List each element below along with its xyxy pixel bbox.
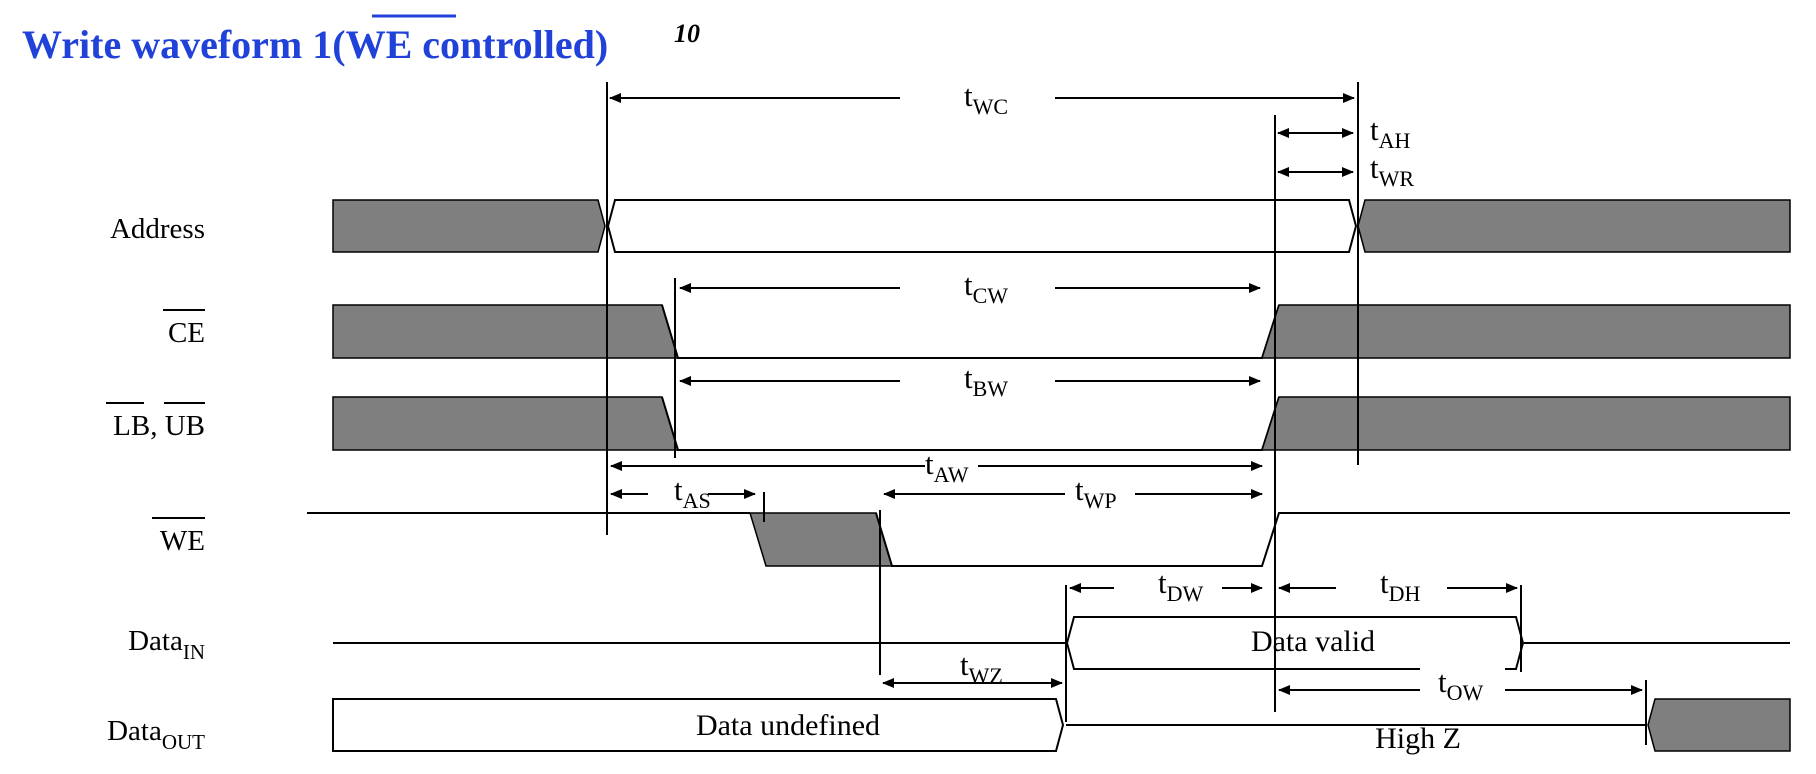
twc-label: tWC: [964, 78, 1008, 119]
tah-label: tAH: [1370, 112, 1411, 153]
address-waveform: [332, 199, 1791, 253]
lb-ub-label: LB, UB: [113, 410, 205, 442]
data-valid-label: Data valid: [1251, 625, 1375, 658]
tow-label-bg: [1420, 664, 1505, 710]
we-waveform: [307, 512, 1790, 567]
lb-ub-waveform: [332, 396, 1791, 451]
tbw-label: tBW: [964, 360, 1008, 401]
we-label: WE: [160, 525, 205, 557]
data-undefined-label: Data undefined: [696, 709, 880, 742]
tow-label: tOW: [1438, 664, 1484, 705]
tcw-label: tCW: [964, 267, 1008, 308]
ce-waveform: [332, 304, 1791, 359]
ce-label: CE: [168, 317, 205, 349]
tdh-label: tDH: [1380, 565, 1421, 606]
data-in-label: DataIN: [128, 625, 205, 664]
taw-label: tAW: [925, 446, 969, 487]
reference-lines: [606, 82, 1647, 745]
title-we-overlined: WE: [346, 22, 413, 67]
page-title: Write waveform 1(WE controlled): [22, 22, 608, 67]
data-in-waveform: [333, 616, 1790, 670]
tdw-label: tDW: [1158, 565, 1204, 606]
address-label: Address: [110, 213, 205, 245]
twz-label: tWZ: [960, 647, 1003, 688]
tas-label: tAS: [674, 472, 711, 513]
data-out-label: DataOUT: [107, 715, 205, 754]
twr-label: tWR: [1370, 150, 1414, 191]
data-out-waveform: [332, 698, 1791, 752]
title-superscript: 10: [674, 19, 700, 48]
twp-label: tWP: [1075, 472, 1117, 513]
high-z-label: High Z: [1375, 722, 1461, 755]
